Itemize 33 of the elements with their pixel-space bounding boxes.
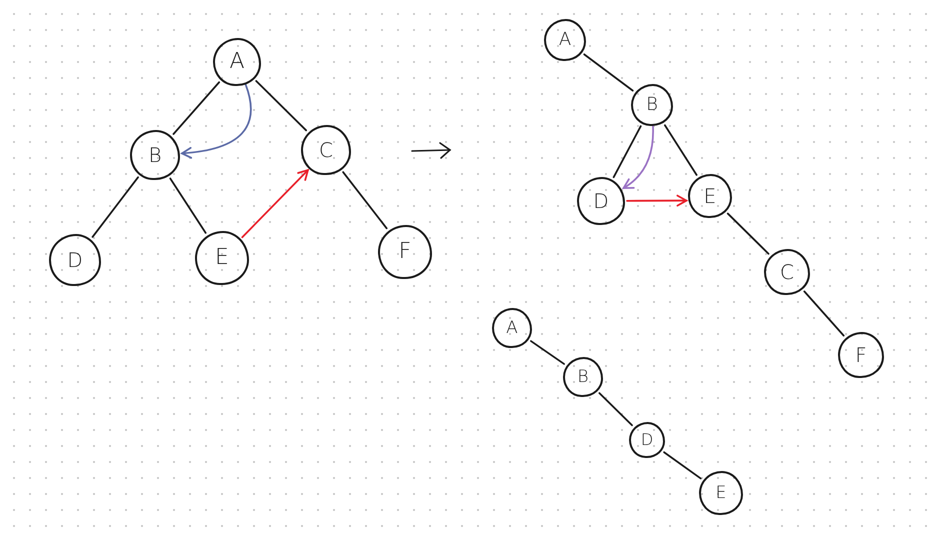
- curved-arrow: [626, 194, 688, 207]
- node-label: F: [398, 241, 412, 263]
- tree-branch-line: [172, 81, 220, 135]
- node-label: A: [229, 51, 245, 73]
- node-label: E: [704, 186, 716, 206]
- node-label: A: [558, 31, 572, 49]
- node-label: C: [780, 262, 794, 282]
- node-label: E: [716, 484, 726, 502]
- tree-branch-line: [255, 80, 307, 132]
- node-label: C: [319, 140, 333, 160]
- curved-arrow: [241, 169, 309, 238]
- node-label: B: [646, 96, 658, 114]
- tree-branch-line: [598, 392, 633, 426]
- node-label: E: [215, 247, 229, 269]
- node-label: D: [593, 191, 609, 211]
- node-label: D: [67, 250, 83, 270]
- node-label: F: [855, 345, 867, 365]
- node-label: B: [148, 145, 162, 165]
- tree-branch-line: [726, 212, 770, 255]
- tree-branch-line: [92, 176, 139, 238]
- tree-branch-line: [803, 290, 845, 336]
- tree-branch-line: [664, 124, 698, 176]
- node-label: A: [506, 320, 518, 336]
- tree-branch-line: [583, 53, 634, 92]
- curved-arrow: [622, 125, 654, 189]
- tree-branch-line: [612, 125, 642, 178]
- tree-branch-line: [342, 171, 388, 230]
- node-label: B: [577, 368, 589, 386]
- tree-branch-line: [530, 340, 565, 365]
- tree-branch-line: [663, 451, 702, 480]
- curved-arrow: [181, 84, 252, 158]
- node-label: D: [640, 432, 654, 448]
- tree-branch-line: [169, 178, 207, 234]
